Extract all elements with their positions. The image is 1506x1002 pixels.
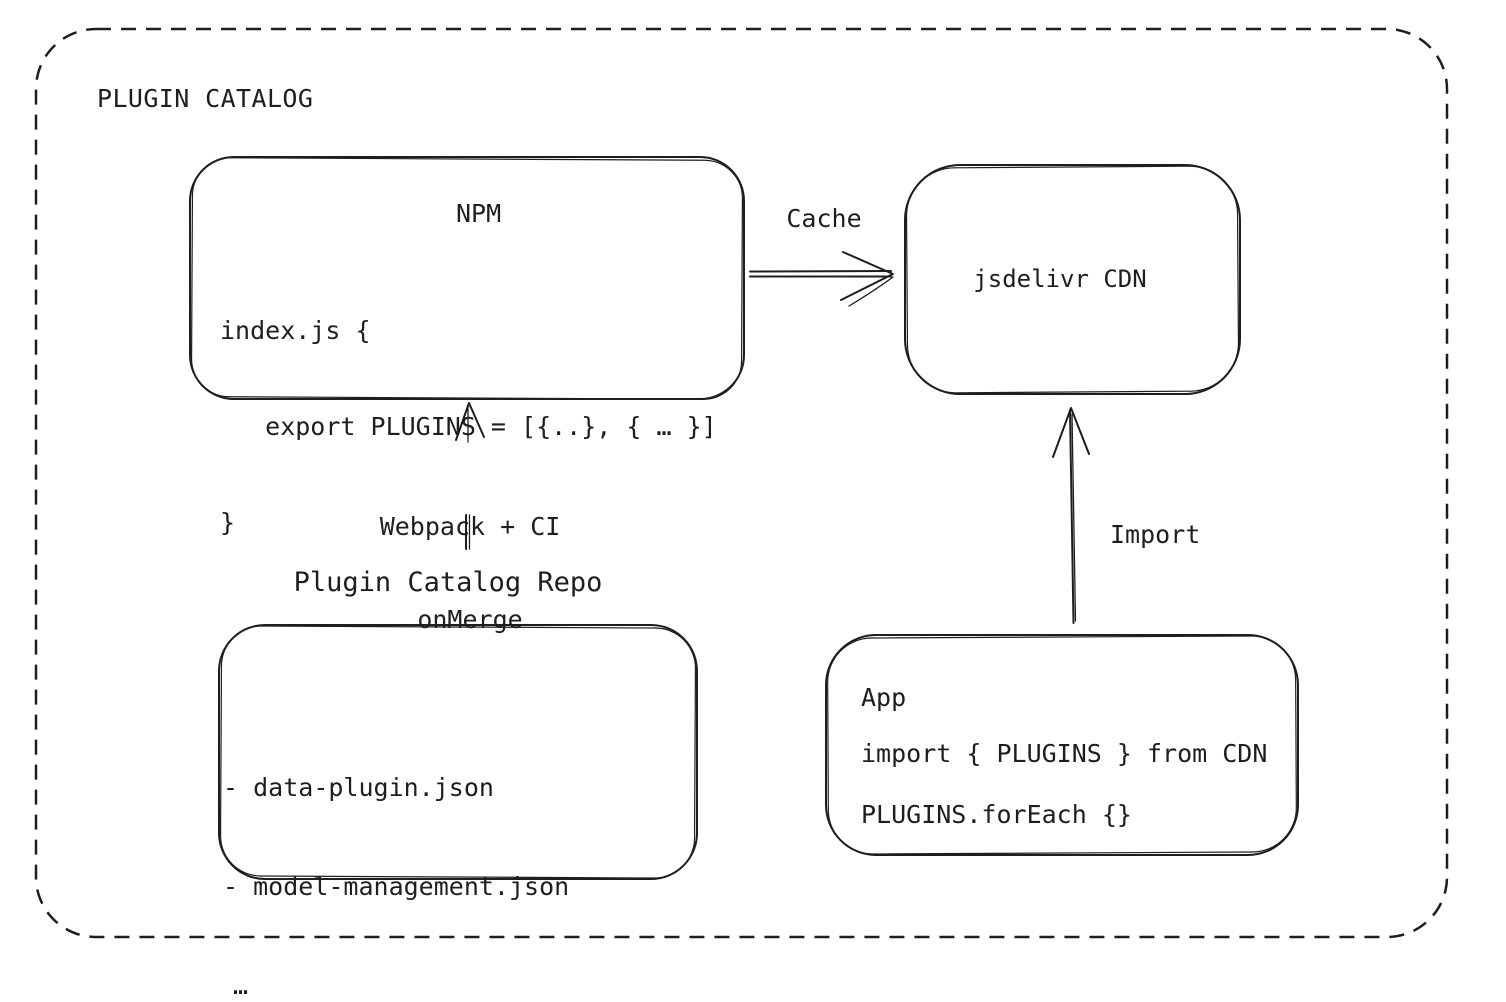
build-arrow <box>455 402 485 550</box>
cdn-box-label: jsdelivr CDN <box>973 265 1147 293</box>
import-arrow <box>1052 407 1090 624</box>
catalog-title: PLUGIN CATALOG <box>97 84 314 113</box>
npm-box <box>189 156 745 400</box>
app-box-title: App <box>861 683 907 712</box>
repo-box-label: Plugin Catalog Repo <box>293 567 603 598</box>
cache-arrow <box>749 251 894 307</box>
import-arrow-label: Import <box>1110 520 1201 549</box>
repo-file-list: - data-plugin.json - model-management.js… <box>223 705 569 1002</box>
cdn-box <box>904 164 1241 395</box>
npm-code-line: index.js { <box>220 316 371 345</box>
build-arrow-label-line: onMerge <box>417 605 523 634</box>
app-import-line: import { PLUGINS } from CDN <box>861 739 1268 768</box>
app-foreach-line: PLUGINS.forEach {} <box>861 800 1132 829</box>
catalog-boundary-frame <box>34 27 1449 939</box>
npm-box-title: NPM <box>456 199 502 228</box>
app-box <box>825 634 1299 856</box>
npm-code-line: } <box>220 508 236 537</box>
npm-code-block: index.js { export PLUGINS = [{..}, { … }… <box>220 251 717 603</box>
build-arrow-label: Webpack + CI onMerge <box>380 449 561 697</box>
repo-file-item: - model-management.json <box>223 872 570 901</box>
repo-box <box>218 624 698 880</box>
build-arrow-label-line: Webpack + CI <box>379 512 561 541</box>
npm-code-line: export PLUGINS = [{..}, { … }] <box>220 412 717 441</box>
repo-file-item: - data-plugin.json <box>223 773 494 802</box>
repo-file-ellipsis: … <box>233 971 249 1000</box>
cache-arrow-label: Cache <box>786 204 862 233</box>
